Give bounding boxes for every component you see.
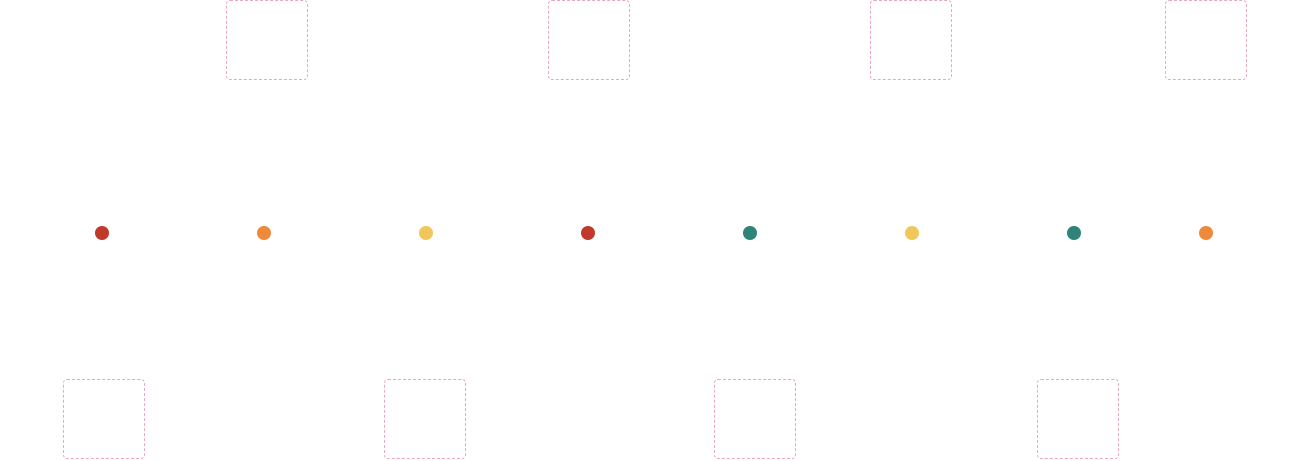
bottom-placeholder-box <box>63 379 145 459</box>
timeline-dot <box>1067 226 1081 240</box>
timeline-dot <box>905 226 919 240</box>
timeline-dot <box>419 226 433 240</box>
top-placeholder-box <box>226 0 308 80</box>
timeline-dot <box>257 226 271 240</box>
top-placeholder-box <box>1165 0 1247 80</box>
bottom-placeholder-box <box>714 379 796 459</box>
timeline-dot <box>581 226 595 240</box>
bottom-placeholder-box <box>384 379 466 459</box>
top-placeholder-box <box>548 0 630 80</box>
top-placeholder-box <box>870 0 952 80</box>
timeline-dot <box>743 226 757 240</box>
timeline-dot <box>1199 226 1213 240</box>
bottom-placeholder-box <box>1037 379 1119 459</box>
timeline-dot <box>95 226 109 240</box>
